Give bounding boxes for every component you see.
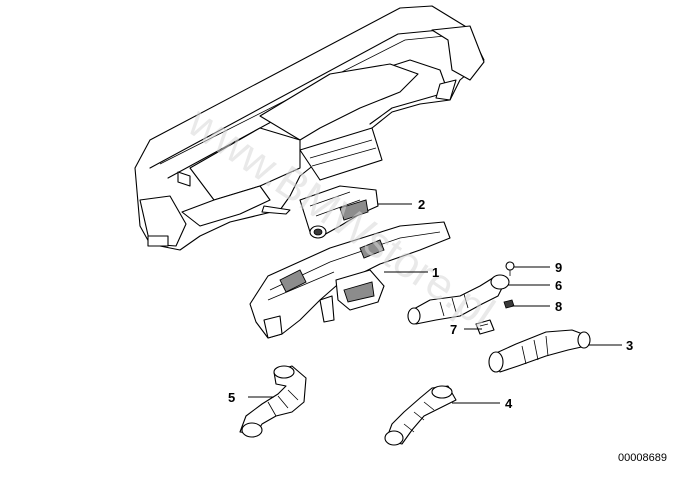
dashboard-outline xyxy=(134,5,485,251)
part-6-hose xyxy=(407,274,510,325)
callout-9: 9 xyxy=(555,260,562,275)
part-4-hose xyxy=(384,385,457,446)
part-8-clip xyxy=(503,299,515,309)
callout-5: 5 xyxy=(228,390,235,405)
part-9-screw xyxy=(505,261,515,276)
part-5-hose xyxy=(239,365,307,438)
callout-1: 1 xyxy=(432,265,439,280)
callout-8: 8 xyxy=(555,299,562,314)
diagram-id: 00008689 xyxy=(618,452,667,464)
leader-lines xyxy=(248,203,622,404)
part-3-hose xyxy=(488,329,591,373)
part-7-clip xyxy=(475,319,495,335)
callout-4: 4 xyxy=(505,396,513,411)
callouts: 1 2 3 4 5 6 7 8 9 xyxy=(228,197,633,411)
callout-6: 6 xyxy=(555,278,562,293)
callout-7: 7 xyxy=(450,322,457,337)
part-2-upper-air-duct xyxy=(261,185,379,239)
callout-2: 2 xyxy=(418,197,425,212)
callout-3: 3 xyxy=(626,338,633,353)
part-1-main-air-duct xyxy=(249,221,451,339)
